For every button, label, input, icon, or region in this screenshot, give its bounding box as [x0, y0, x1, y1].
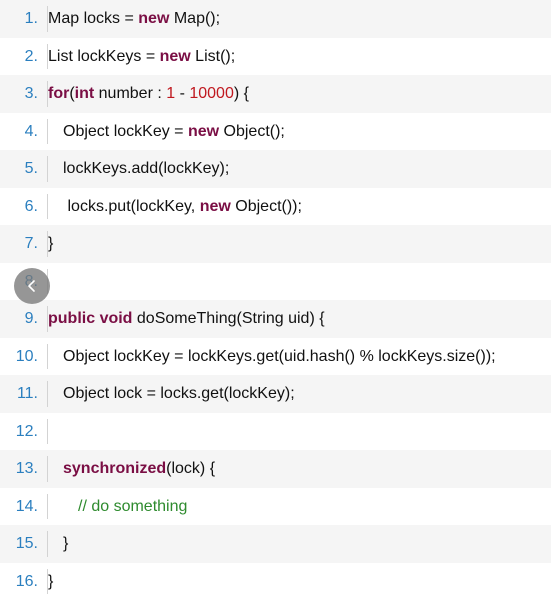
keyword-token: new	[160, 48, 191, 65]
code-token: Object lock = locks.get(lockKey);	[63, 385, 295, 402]
code-token: ) {	[234, 85, 249, 102]
code-token: Object());	[231, 198, 302, 215]
code-token: Object lockKey = lockKeys.get(uid.hash()…	[63, 348, 496, 365]
keyword-token: for	[48, 85, 69, 102]
code-text: locks.put(lockKey, new Object());	[48, 188, 551, 226]
code-text: List lockKeys = new List();	[48, 38, 551, 76]
keyword-token: new	[188, 123, 219, 140]
chevron-left-icon	[25, 278, 39, 294]
code-line: 13.synchronized(lock) {	[0, 450, 551, 488]
code-line: 3.for(int number : 1 - 10000) {	[0, 75, 551, 113]
code-token: Object lockKey =	[63, 123, 188, 140]
code-line: 7.}	[0, 225, 551, 263]
line-number: 9.	[0, 300, 47, 338]
keyword-token: public	[48, 310, 95, 327]
code-text: synchronized(lock) {	[48, 450, 551, 488]
code-text: Object lockKey = lockKeys.get(uid.hash()…	[48, 338, 551, 376]
code-text: Map locks = new Map();	[48, 0, 551, 38]
code-token: }	[48, 573, 53, 590]
code-text: lockKeys.add(lockKey);	[48, 150, 551, 188]
code-line: 14. // do something	[0, 488, 551, 526]
keyword-token: int	[75, 85, 95, 102]
code-text: for(int number : 1 - 10000) {	[48, 75, 551, 113]
code-line: 9.public void doSomeThing(String uid) {	[0, 300, 551, 338]
code-token: Object();	[219, 123, 285, 140]
code-token: Map();	[169, 10, 220, 27]
code-token: doSomeThing(String uid) {	[132, 310, 324, 327]
code-text: Object lockKey = new Object();	[48, 113, 551, 151]
code-line: 11. Object lock = locks.get(lockKey);	[0, 375, 551, 413]
line-number: 10.	[0, 338, 47, 376]
code-token: (lock) {	[166, 460, 215, 477]
line-number: 4.	[0, 113, 47, 151]
keyword-token: synchronized	[63, 460, 166, 477]
code-line: 8.	[0, 263, 551, 301]
line-number: 14.	[0, 488, 47, 526]
keyword-token: void	[100, 310, 133, 327]
code-line: 5. lockKeys.add(lockKey);	[0, 150, 551, 188]
code-text: // do something	[48, 488, 551, 526]
code-token: }	[63, 535, 68, 552]
line-number: 5.	[0, 150, 47, 188]
line-number: 2.	[0, 38, 47, 76]
line-number: 3.	[0, 75, 47, 113]
code-line: 6.locks.put(lockKey, new Object());	[0, 188, 551, 226]
code-token: }	[48, 235, 53, 252]
line-number: 6.	[0, 188, 47, 226]
line-number: 11.	[0, 375, 47, 413]
code-line: 16.}	[0, 563, 551, 600]
code-text: }	[48, 563, 551, 600]
code-token: lockKeys.add(lockKey);	[63, 160, 229, 177]
code-token: number :	[94, 85, 166, 102]
code-text: public void doSomeThing(String uid) {	[48, 300, 551, 338]
line-number: 7.	[0, 225, 47, 263]
code-text: Object lock = locks.get(lockKey);	[48, 375, 551, 413]
code-text	[48, 413, 551, 451]
line-number: 16.	[0, 563, 47, 600]
code-text: }	[48, 225, 551, 263]
line-number: 13.	[0, 450, 47, 488]
keyword-token: new	[138, 10, 169, 27]
keyword-token: new	[200, 198, 231, 215]
code-text	[48, 263, 551, 301]
code-line: 1.Map locks = new Map();	[0, 0, 551, 38]
line-number: 12.	[0, 413, 47, 451]
code-text: }	[48, 525, 551, 563]
code-token: locks.put(lockKey,	[68, 198, 200, 215]
code-line: 15.}	[0, 525, 551, 563]
number-token: 1	[166, 85, 175, 102]
code-line: 4.Object lockKey = new Object();	[0, 113, 551, 151]
code-token: Map locks =	[48, 10, 138, 27]
code-token: -	[175, 85, 189, 102]
code-token: List lockKeys =	[48, 48, 160, 65]
number-token: 10000	[189, 85, 234, 102]
line-number: 1.	[0, 0, 47, 38]
line-number: 15.	[0, 525, 47, 563]
code-line: 2.List lockKeys = new List();	[0, 38, 551, 76]
code-line: 10. Object lockKey = lockKeys.get(uid.has…	[0, 338, 551, 376]
code-token: List();	[191, 48, 235, 65]
code-line: 12.	[0, 413, 551, 451]
comment-token: // do something	[78, 498, 187, 515]
scroll-left-button[interactable]	[14, 268, 50, 304]
